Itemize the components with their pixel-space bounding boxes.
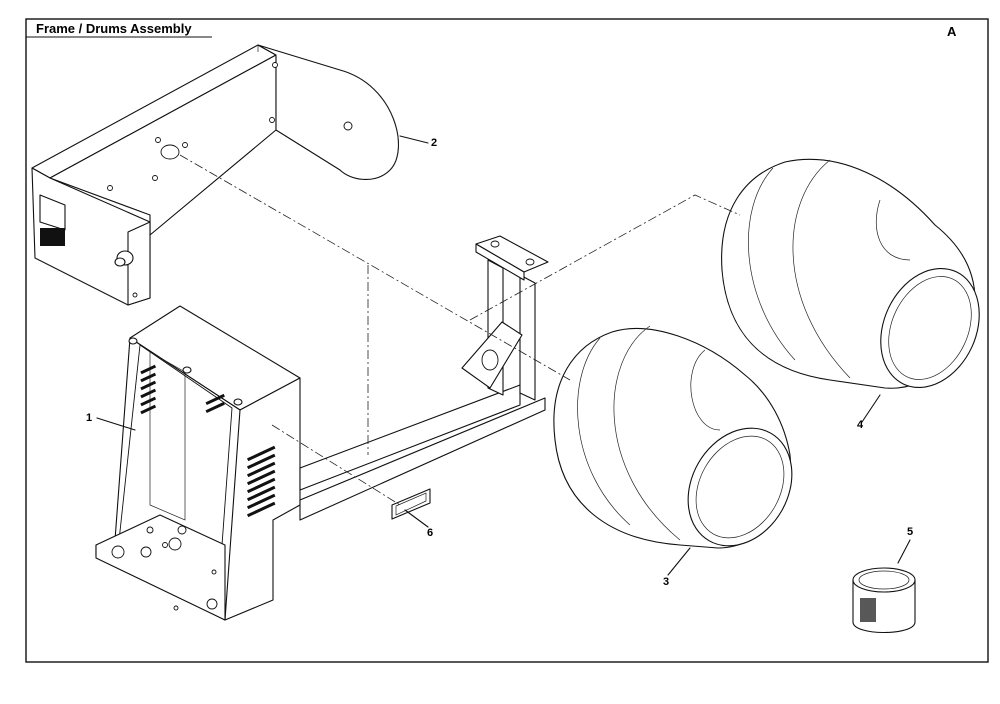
callout-4: 4 bbox=[857, 419, 864, 431]
leader-lines bbox=[96, 135, 911, 576]
sheet-letter: A bbox=[947, 24, 957, 39]
upper-frame-part bbox=[31, 44, 399, 306]
callout-3: 3 bbox=[663, 576, 670, 588]
bushing-cap-part bbox=[852, 567, 916, 634]
callout-1: 1 bbox=[86, 412, 93, 424]
callout-2: 2 bbox=[431, 137, 438, 149]
drum-support-frame bbox=[299, 235, 549, 521]
base-cabinet-part bbox=[95, 305, 301, 621]
callout-5: 5 bbox=[907, 526, 914, 538]
label-plate-part bbox=[391, 488, 431, 520]
page-title: Frame / Drums Assembly bbox=[36, 21, 192, 36]
alignment-lines bbox=[179, 154, 741, 506]
front-drum-part bbox=[553, 325, 793, 549]
callout-6: 6 bbox=[427, 527, 434, 539]
rear-drum-part bbox=[721, 158, 980, 389]
drawing-border bbox=[25, 18, 989, 663]
